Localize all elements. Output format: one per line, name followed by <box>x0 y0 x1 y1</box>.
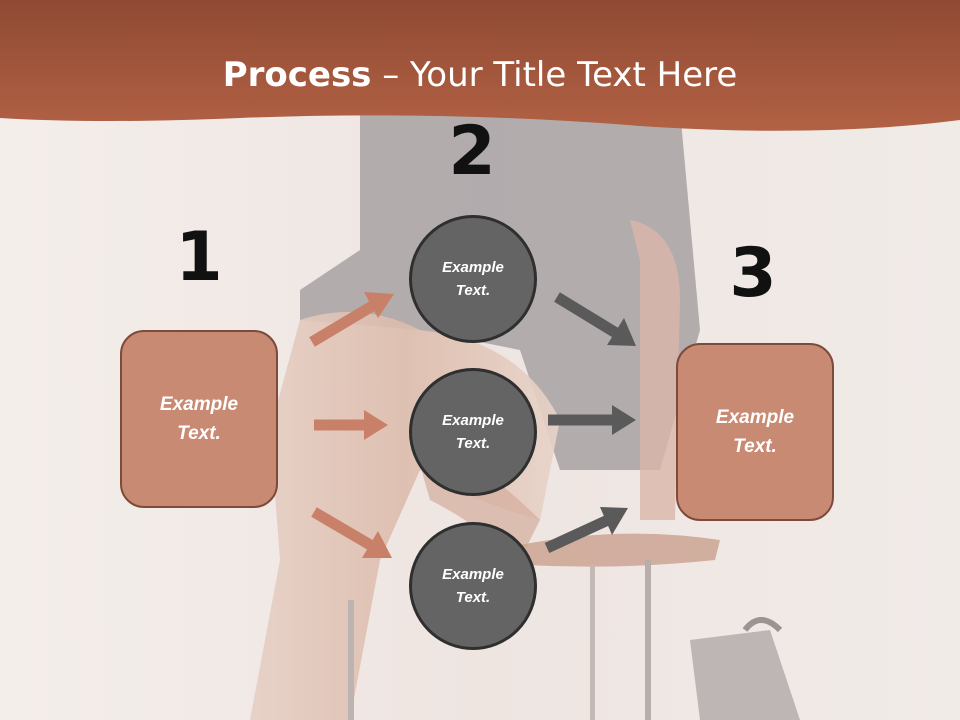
circle-top: Example Text. <box>409 215 537 343</box>
arrow-right-lower <box>544 507 628 553</box>
step-number-2: 2 <box>448 112 496 191</box>
circle-bottom: Example Text. <box>409 522 537 650</box>
header-band <box>0 0 960 131</box>
title-rest: – Your Title Text Here <box>371 55 738 95</box>
title-bold: Process <box>222 55 372 95</box>
arrow-right-upper <box>554 292 636 346</box>
arrow-left-middle <box>314 410 388 440</box>
arrow-left-lower <box>311 507 392 558</box>
right-box: Example Text. <box>676 343 834 521</box>
left-box: Example Text. <box>120 330 278 508</box>
arrow-right-middle <box>548 405 636 435</box>
arrow-left-upper <box>309 292 394 347</box>
circle-middle: Example Text. <box>409 368 537 496</box>
step-number-1: 1 <box>175 218 223 297</box>
step-number-3: 3 <box>729 234 777 313</box>
slide-title: Process – Your Title Text Here <box>0 52 960 98</box>
